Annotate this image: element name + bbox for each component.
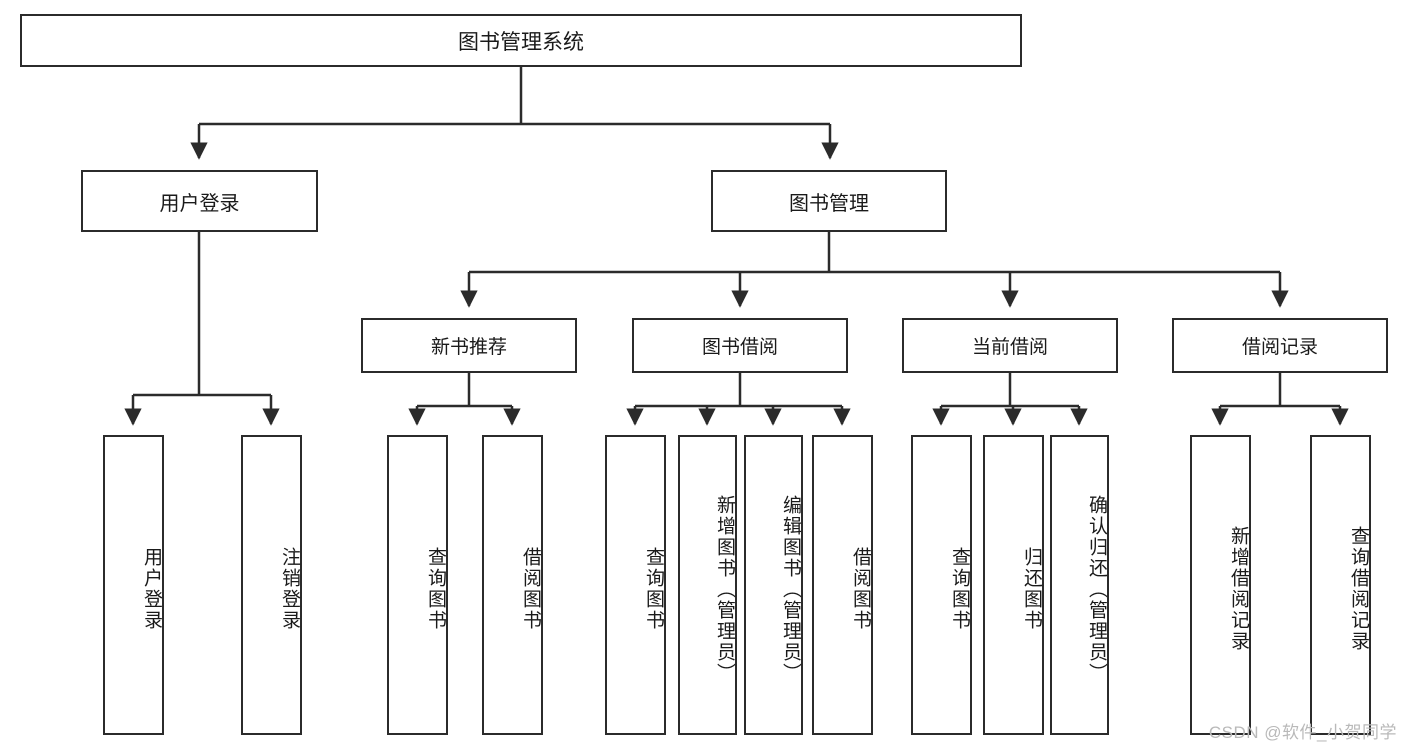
node-new-book-rec[interactable]: 新书推荐 bbox=[361, 318, 577, 373]
node-leaf-borrow-book-2[interactable]: 借阅图书 bbox=[812, 435, 873, 735]
node-current-borrow[interactable]: 当前借阅 bbox=[902, 318, 1118, 373]
node-leaf-query-book-1-label: 查询图书 bbox=[425, 547, 446, 631]
node-leaf-logout[interactable]: 注销登录 bbox=[241, 435, 302, 735]
node-leaf-edit-book-label: 编辑图书（管理员） bbox=[780, 494, 801, 684]
node-book-manage[interactable]: 图书管理 bbox=[711, 170, 947, 232]
node-leaf-user-login[interactable]: 用户登录 bbox=[103, 435, 164, 735]
node-book-manage-label: 图书管理 bbox=[789, 192, 869, 215]
node-leaf-logout-label: 注销登录 bbox=[279, 547, 300, 631]
node-book-borrow[interactable]: 图书借阅 bbox=[632, 318, 848, 373]
node-leaf-add-record-label: 新增借阅记录 bbox=[1228, 526, 1249, 652]
node-leaf-user-login-label: 用户登录 bbox=[141, 547, 162, 631]
node-leaf-return-book[interactable]: 归还图书 bbox=[983, 435, 1044, 735]
node-root[interactable]: 图书管理系统 bbox=[20, 14, 1022, 67]
node-user-login[interactable]: 用户登录 bbox=[81, 170, 318, 232]
node-leaf-add-book-label: 新增图书（管理员） bbox=[714, 494, 735, 684]
watermark: CSDN @软件_小贺同学 bbox=[1208, 723, 1397, 742]
node-leaf-confirm-return[interactable]: 确认归还（管理员） bbox=[1050, 435, 1109, 735]
node-leaf-query-book-2[interactable]: 查询图书 bbox=[605, 435, 666, 735]
node-leaf-query-book-2-label: 查询图书 bbox=[643, 547, 664, 631]
node-leaf-query-book-3-label: 查询图书 bbox=[949, 547, 970, 631]
node-leaf-query-record[interactable]: 查询借阅记录 bbox=[1310, 435, 1371, 735]
node-leaf-borrow-book-1[interactable]: 借阅图书 bbox=[482, 435, 543, 735]
node-borrow-record[interactable]: 借阅记录 bbox=[1172, 318, 1388, 373]
node-leaf-add-book[interactable]: 新增图书（管理员） bbox=[678, 435, 737, 735]
node-leaf-query-record-label: 查询借阅记录 bbox=[1348, 526, 1369, 652]
node-leaf-return-book-label: 归还图书 bbox=[1021, 547, 1042, 631]
node-leaf-query-book-1[interactable]: 查询图书 bbox=[387, 435, 448, 735]
node-leaf-borrow-book-2-label: 借阅图书 bbox=[850, 547, 871, 631]
node-leaf-query-book-3[interactable]: 查询图书 bbox=[911, 435, 972, 735]
node-borrow-record-label: 借阅记录 bbox=[1241, 337, 1318, 358]
node-new-book-rec-label: 新书推荐 bbox=[430, 337, 507, 358]
node-current-borrow-label: 当前借阅 bbox=[971, 337, 1048, 358]
node-leaf-edit-book[interactable]: 编辑图书（管理员） bbox=[744, 435, 803, 735]
node-leaf-borrow-book-1-label: 借阅图书 bbox=[520, 547, 541, 631]
node-leaf-add-record[interactable]: 新增借阅记录 bbox=[1190, 435, 1251, 735]
node-root-label: 图书管理系统 bbox=[458, 30, 584, 54]
node-book-borrow-label: 图书借阅 bbox=[701, 337, 778, 358]
node-leaf-confirm-return-label: 确认归还（管理员） bbox=[1086, 494, 1107, 684]
node-user-login-label: 用户登录 bbox=[159, 192, 240, 215]
